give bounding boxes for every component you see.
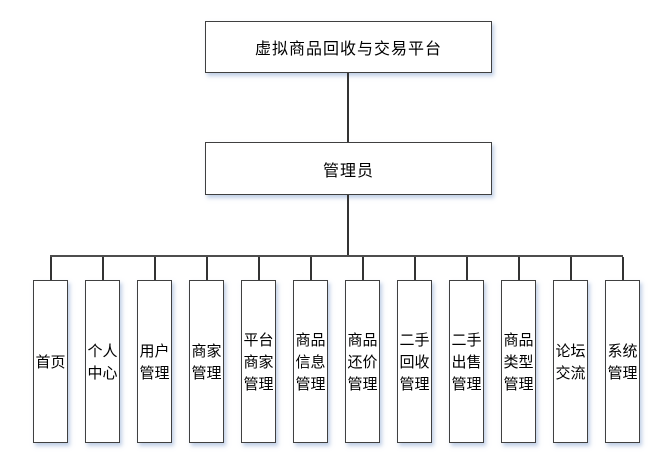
branch-counteroffer-mgmt: 商品还价管理 [345,257,380,443]
connector-stub [49,257,52,280]
branch-merchant-mgmt: 商家管理 [189,257,224,443]
connector-stub [465,257,468,280]
connector-stub [257,257,260,280]
leaf-label: 商品信息管理 [295,330,326,393]
branch-resale-mgmt: 二手出售管理 [449,257,484,443]
connector-stub [517,257,520,280]
leaf-label: 平台商家管理 [243,330,274,393]
leaf-node-counteroffer-mgmt: 商品还价管理 [345,280,380,443]
connector-stub [153,257,156,280]
branch-personal-center: 个人中心 [85,257,120,443]
branch-home: 首页 [33,257,68,443]
leaf-node-platform-merchant-mgmt: 平台商家管理 [241,280,276,443]
leaf-node-recycle-mgmt: 二手回收管理 [397,280,432,443]
leaf-label: 二手回收管理 [399,330,430,393]
connector-stub [569,257,572,280]
leaf-label: 商品还价管理 [347,330,378,393]
branch-platform-merchant-mgmt: 平台商家管理 [241,257,276,443]
connector-stub [413,257,416,280]
leaf-node-user-mgmt: 用户管理 [137,280,172,443]
admin-node-label: 管理员 [322,160,374,180]
connector-stub [101,257,104,280]
connector-stub [621,257,624,280]
admin-node: 管理员 [205,142,492,195]
leaf-label: 二手出售管理 [451,330,482,393]
branch-user-mgmt: 用户管理 [137,257,172,443]
leaf-node-personal-center: 个人中心 [85,280,120,443]
root-node-label: 虚拟商品回收与交易平台 [254,39,442,58]
connector-stub [309,257,312,280]
branch-system-mgmt: 系统管理 [605,257,640,443]
children-connector-rail [50,255,623,257]
children-row: 首页 个人中心 用户管理 商家管理 平台商家管理 [33,257,640,443]
branch-product-type-mgmt: 商品类型管理 [501,257,536,443]
leaf-label: 个人中心 [87,341,118,382]
leaf-label: 首页 [35,352,66,371]
leaf-node-forum: 论坛交流 [553,280,588,443]
root-node: 虚拟商品回收与交易平台 [205,21,492,73]
branch-forum: 论坛交流 [553,257,588,443]
leaf-label: 商品类型管理 [503,330,534,393]
connector-stub [205,257,208,280]
leaf-node-system-mgmt: 系统管理 [605,280,640,443]
leaf-node-product-info-mgmt: 商品信息管理 [293,280,328,443]
leaf-label: 系统管理 [607,341,638,382]
branch-recycle-mgmt: 二手回收管理 [397,257,432,443]
leaf-node-resale-mgmt: 二手出售管理 [449,280,484,443]
leaf-label: 商家管理 [191,341,222,382]
leaf-label: 用户管理 [139,341,170,382]
leaf-label: 论坛交流 [555,341,586,382]
branch-product-info-mgmt: 商品信息管理 [293,257,328,443]
connector-stub [361,257,364,280]
leaf-node-merchant-mgmt: 商家管理 [189,280,224,443]
leaf-node-product-type-mgmt: 商品类型管理 [501,280,536,443]
connector-root-admin [347,73,349,142]
connector-admin-children [347,195,349,256]
leaf-node-home: 首页 [33,280,68,443]
